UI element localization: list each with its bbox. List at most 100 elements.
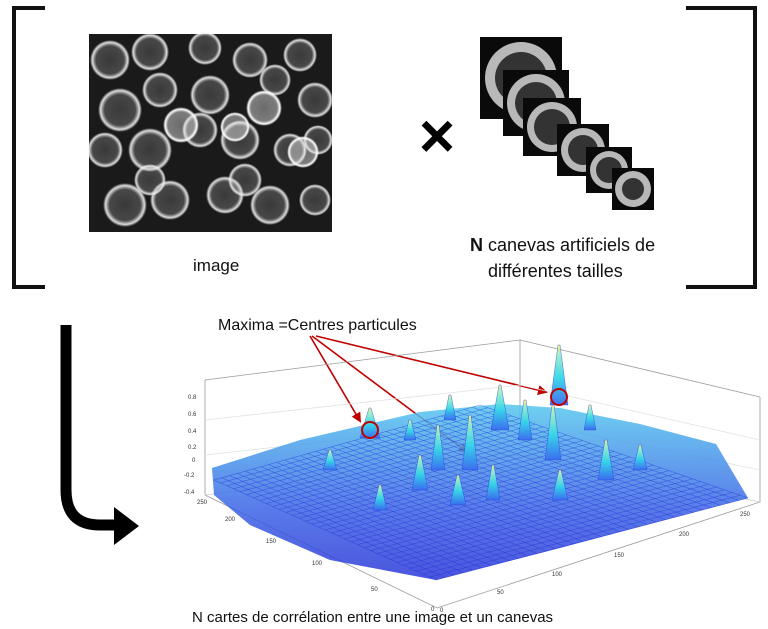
- z-tick: 0.6: [188, 412, 197, 418]
- correlation-surface: [212, 404, 748, 580]
- surface-peak: [430, 424, 446, 471]
- depth-axis-ticks: 250 200 150 100 50 0: [197, 500, 435, 613]
- surface-peak: [544, 404, 562, 461]
- z-tick: 0.4: [188, 429, 197, 435]
- surface-peak: [449, 474, 467, 506]
- particle-blob: [299, 184, 331, 216]
- mesh-line: [299, 455, 538, 554]
- mesh-line: [260, 466, 492, 566]
- mesh-line: [237, 473, 464, 573]
- particle-blob: [297, 82, 333, 118]
- particle-blob: [142, 72, 178, 108]
- depth-tick: 50: [371, 587, 378, 593]
- mesh-line: [221, 477, 446, 578]
- particle-blob: [250, 185, 290, 225]
- particle-blob: [228, 163, 262, 197]
- maxima-label: Maxima =Centres particules: [218, 317, 417, 334]
- z-tick: 0.2: [188, 445, 197, 451]
- surface-peak: [485, 464, 501, 501]
- particle-image: [87, 31, 333, 232]
- surface-peak: [549, 344, 569, 406]
- image-label: image: [193, 256, 239, 275]
- mesh-line: [362, 437, 611, 535]
- x-tick: 200: [679, 532, 690, 538]
- surface-peak: [322, 449, 338, 471]
- z-tick: -0.4: [184, 490, 195, 496]
- maxima-marker-left: [361, 421, 379, 439]
- mesh-line: [464, 409, 730, 504]
- templates-label-line2: différentes tailles: [488, 261, 623, 281]
- maxima-marker-right: [550, 388, 568, 406]
- left-bracket: [12, 6, 45, 289]
- depth-tick: 250: [197, 500, 208, 506]
- flow-arrow-shaft: [60, 325, 118, 531]
- mesh-line: [268, 464, 501, 564]
- x-tick: 250: [740, 512, 751, 518]
- templates-label-line1: N canevas artificiels de: [470, 235, 655, 255]
- surface-peak: [443, 394, 457, 421]
- particle-blob: [188, 31, 222, 65]
- maxima-arrow-right: [315, 335, 548, 395]
- flow-arrow-head-icon: [114, 507, 139, 545]
- x-tick: 0: [440, 608, 444, 614]
- template-stack: [480, 37, 654, 210]
- mesh-line: [386, 431, 638, 528]
- mesh-line: [346, 442, 593, 540]
- mesh-line: [307, 453, 547, 552]
- templates-count-symbol: N: [470, 235, 483, 255]
- surface-peak: [583, 404, 597, 431]
- mesh-line: [417, 422, 675, 518]
- particle-blob: [246, 90, 282, 126]
- particle-blob: [283, 38, 317, 72]
- right-bracket: [686, 6, 757, 289]
- particle-blob: [98, 88, 142, 132]
- surface-peak: [372, 484, 388, 511]
- mesh-line: [276, 462, 510, 561]
- template-6: [612, 168, 654, 210]
- mesh-line: [409, 424, 666, 520]
- correlation-plot: 0.8 0.6 0.4 0.2 0 -0.2 -0.4 250 200 150 …: [184, 339, 761, 614]
- mesh-line: [432, 418, 694, 513]
- particle-blob: [134, 164, 166, 196]
- mesh-line: [229, 475, 455, 576]
- particle-blob: [87, 132, 123, 168]
- surface-peak: [632, 444, 648, 471]
- depth-tick: 150: [266, 539, 277, 545]
- particle-blob: [90, 40, 130, 80]
- depth-tick: 100: [312, 561, 323, 567]
- mesh-line: [323, 448, 565, 547]
- particle-blob: [232, 42, 268, 78]
- mesh-line: [354, 440, 602, 537]
- particle-blob: [128, 128, 172, 172]
- x-tick: 150: [614, 553, 625, 559]
- mesh-line: [315, 451, 556, 549]
- surface-peak: [517, 399, 533, 441]
- mesh-line: [401, 426, 657, 523]
- surface-peak: [551, 469, 569, 501]
- particle-blob: [259, 64, 291, 96]
- mesh-line: [378, 433, 629, 530]
- multiply-icon: ×: [419, 102, 455, 171]
- mesh-line: [284, 459, 519, 559]
- depth-tick: 0: [431, 607, 435, 613]
- templates-label-text: canevas artificiels de: [483, 235, 655, 255]
- particle-blob: [190, 75, 230, 115]
- mesh-line: [253, 468, 482, 569]
- z-tick: 0.8: [188, 395, 197, 401]
- mesh-line: [213, 479, 437, 581]
- surface-peak: [403, 419, 417, 441]
- mesh-line: [292, 457, 528, 557]
- surface-peak: [411, 454, 429, 491]
- depth-tick: 200: [225, 517, 236, 523]
- maxima-arrow-left: [309, 335, 362, 423]
- mesh-line: [245, 470, 473, 571]
- surface-peak: [461, 414, 479, 471]
- z-tick: -0.2: [184, 473, 195, 479]
- mesh-line: [440, 415, 703, 511]
- particle-blob: [103, 183, 147, 227]
- x-tick: 100: [552, 572, 563, 578]
- x-axis-ticks: 0 50 100 150 200 250: [440, 512, 751, 614]
- surface-peak: [490, 384, 510, 431]
- particle-blob: [131, 33, 169, 71]
